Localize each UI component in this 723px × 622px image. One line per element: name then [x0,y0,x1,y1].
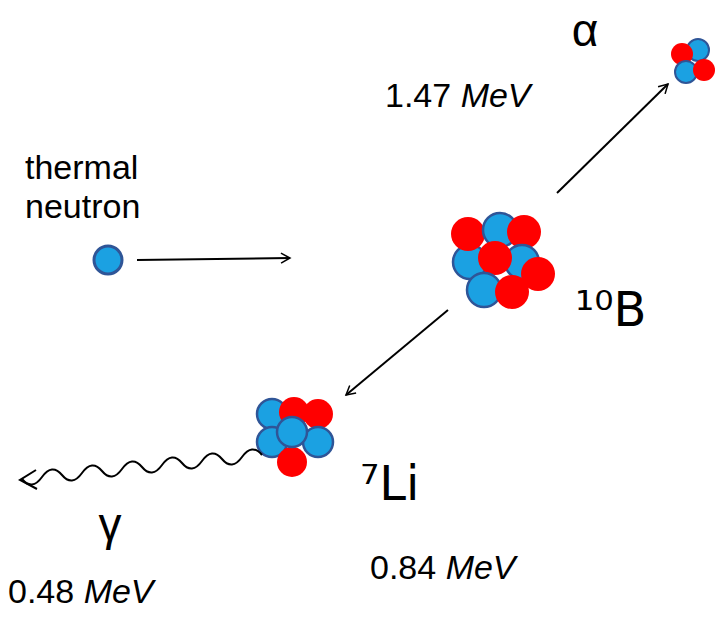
alpha-arrow [557,84,668,193]
particle-symbol: γ [99,498,122,551]
neutron-particle [94,246,122,274]
energy-value: 0.48 MeV [8,572,154,611]
boron-nucleus [451,213,555,309]
lithium-nucleus [257,397,333,477]
nucleus-name: ¹⁰B [575,282,646,337]
gamma-wave [22,449,262,484]
gamma-arrowhead [20,470,37,489]
alpha-particle [671,39,715,83]
energy-value: 1.47 MeV [385,76,531,115]
neutron-arrow [137,258,290,260]
nucleus-name: ⁷Li [360,456,419,511]
lithium-arrow [346,310,448,395]
energy-value: 0.84 MeV [370,548,516,587]
particle-name: thermal neutron [25,148,225,226]
particle-symbol: α [572,4,599,57]
